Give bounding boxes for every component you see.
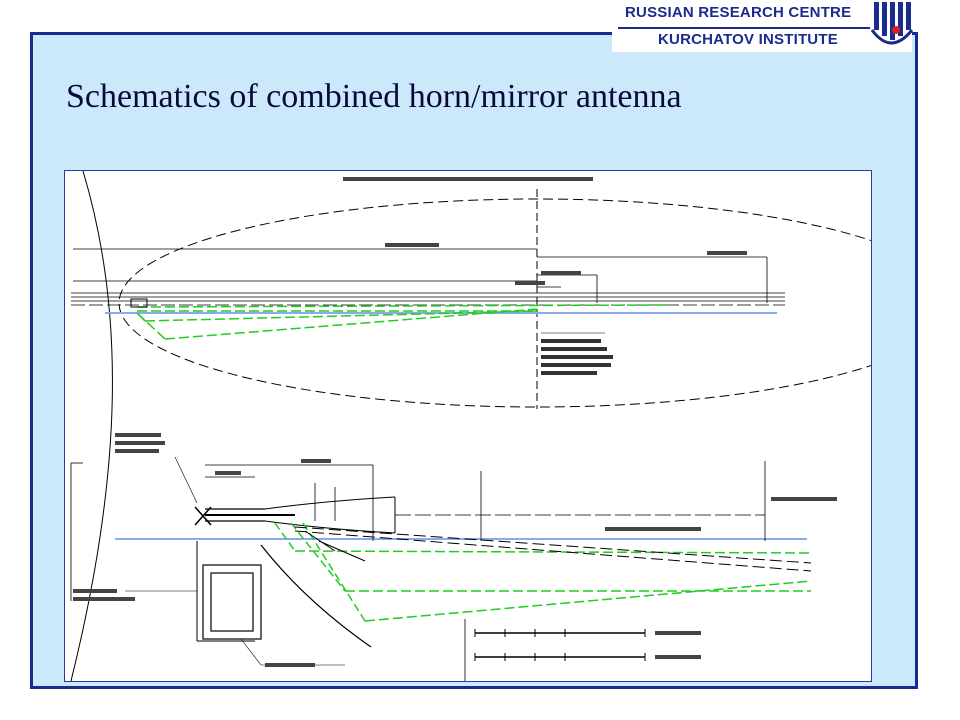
antenna-schematic-drawing: [64, 170, 872, 682]
slide-title: Schematics of combined horn/mirror anten…: [66, 78, 682, 115]
ellipse-annotation: [541, 332, 613, 375]
kurchatov-logo-icon: [868, 0, 914, 52]
header-box: [612, 0, 912, 52]
header-divider: [618, 27, 870, 29]
institute-name-line2: KURCHATOV INSTITUTE: [658, 31, 838, 48]
institute-name-line1: RUSSIAN RESEARCH CENTRE: [625, 4, 852, 21]
schematic-svg: [70, 171, 871, 681]
